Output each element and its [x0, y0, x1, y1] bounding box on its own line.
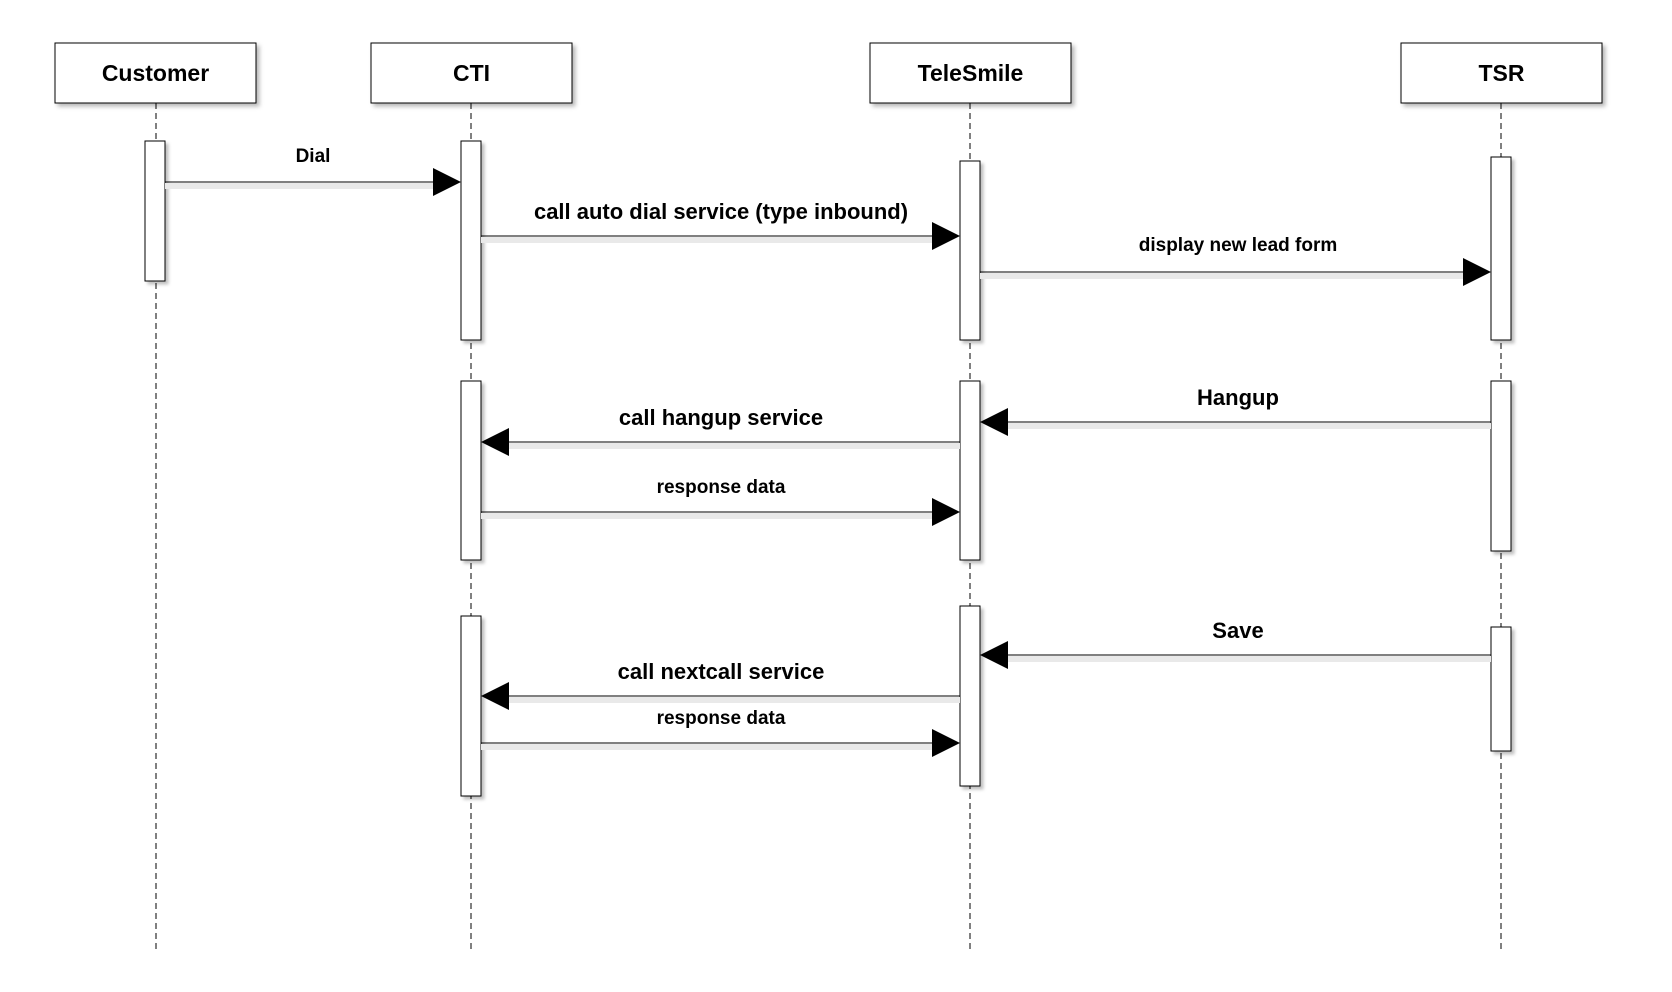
message-response-data-2: response data — [481, 708, 960, 757]
message-label: call hangup service — [619, 405, 823, 430]
message-label: display new lead form — [1139, 235, 1338, 256]
participant-tsr: TSR — [1400, 42, 1603, 104]
message-hangup: Hangup — [980, 385, 1491, 436]
message-label: call auto dial service (type inbound) — [534, 199, 908, 224]
arrowhead-right-icon — [932, 498, 960, 526]
message-dial: Dial — [165, 146, 461, 196]
participant-telesmile: TeleSmile — [869, 42, 1072, 104]
activation-bar-telesmile-2 — [959, 380, 981, 561]
message-response-data-1: response data — [481, 477, 960, 526]
activation-bar-telesmile-3 — [959, 605, 981, 787]
participant-cti: CTI — [370, 42, 573, 104]
activation-bar-cti-1 — [460, 140, 482, 341]
message-call-auto-dial-service: call auto dial service (type inbound) — [481, 199, 960, 250]
activation-bars — [144, 140, 1512, 797]
message-call-nextcall-service: call nextcall service — [481, 659, 960, 710]
arrowhead-left-icon — [980, 408, 1008, 436]
message-label: Save — [1212, 618, 1263, 643]
arrowhead-left-icon — [481, 682, 509, 710]
participant-label-tsr: TSR — [1479, 60, 1525, 86]
activation-bar-tsr-2 — [1490, 380, 1512, 552]
participant-label-telesmile: TeleSmile — [918, 60, 1024, 86]
message-label: call nextcall service — [618, 659, 825, 684]
activation-bar-cti-2 — [460, 380, 482, 561]
participant-label-cti: CTI — [453, 60, 490, 86]
activation-bar-tsr-3 — [1490, 626, 1512, 752]
participants: Customer CTI TeleSmile TSR — [54, 42, 1603, 104]
message-label: Dial — [296, 146, 331, 167]
message-label: response data — [657, 477, 786, 498]
message-label: Hangup — [1197, 385, 1279, 410]
arrowhead-right-icon — [433, 168, 461, 196]
participant-customer: Customer — [54, 42, 257, 104]
message-display-new-lead-form: display new lead form — [980, 235, 1491, 286]
arrowhead-right-icon — [932, 222, 960, 250]
messages: Dial call auto dial service (type inboun… — [165, 146, 1491, 757]
arrowhead-left-icon — [481, 428, 509, 456]
lifelines — [155, 103, 1502, 950]
participant-label-customer: Customer — [102, 60, 209, 86]
arrowhead-right-icon — [932, 729, 960, 757]
activation-bar-customer-1 — [144, 140, 166, 282]
activation-bar-telesmile-1 — [959, 160, 981, 341]
activation-bar-cti-3 — [460, 615, 482, 797]
arrowhead-right-icon — [1463, 258, 1491, 286]
message-label: response data — [657, 708, 786, 729]
activation-bar-tsr-1 — [1490, 156, 1512, 341]
message-save: Save — [980, 618, 1491, 669]
message-call-hangup-service: call hangup service — [481, 405, 960, 456]
arrowhead-left-icon — [980, 641, 1008, 669]
